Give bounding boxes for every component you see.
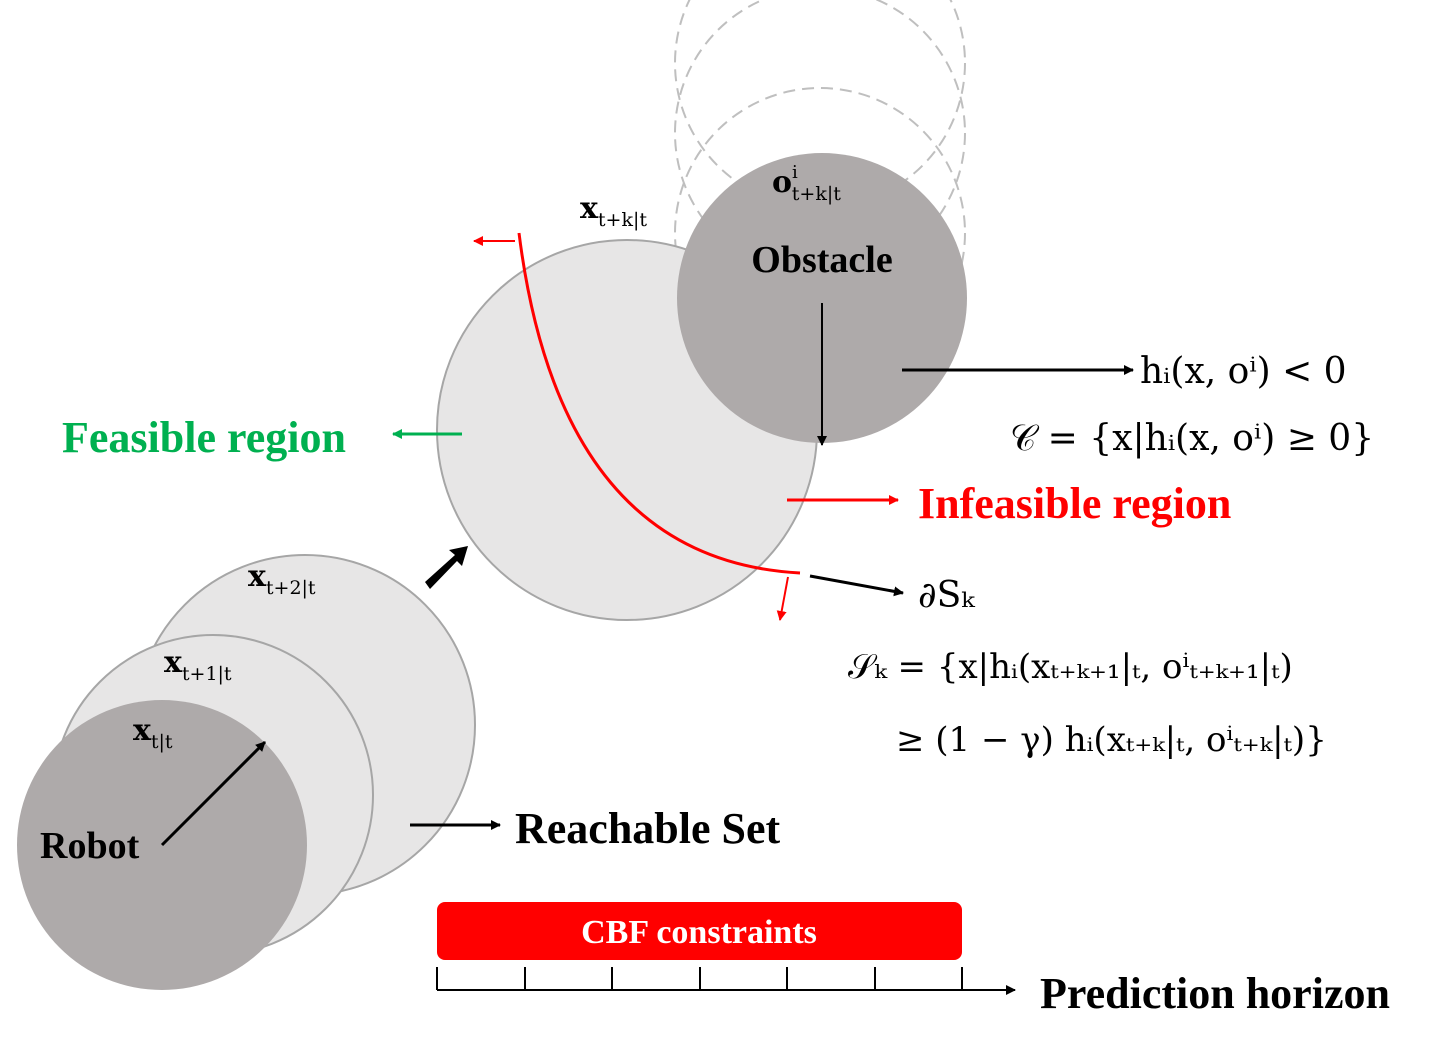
thick-black-arrow-icon [425,546,468,589]
feasible-region-label: Feasible region [62,413,346,462]
reachable-constraint-line1: 𝒮ₖ = {x|hᵢ(xₜ₊ₖ₊₁|ₜ, oⁱₜ₊ₖ₊₁|ₜ) [848,647,1293,687]
prediction-horizon-label: Prediction horizon [1040,969,1390,1018]
boundary-label-arrow [809,574,904,597]
ghost-obstacle-3 [674,0,966,209]
boundary-arrow-down [776,576,789,621]
obstacle-future-positions [674,0,966,379]
obstacle-circle [677,153,967,443]
robot-direction-arrow [160,740,267,847]
prediction-horizon-axis [436,967,1016,995]
obstacle-label: Obstacle [751,239,892,281]
h-negative-expression: hᵢ(x, oⁱ) < 0 [1140,351,1347,392]
state-x-t-t: xt|t [133,713,173,753]
safe-set-boundary [517,232,801,575]
state-x-t2-t: xt+2|t [248,559,316,599]
cbf-constraints-bar [437,902,962,960]
safe-set-definition: 𝒞 = {x|hᵢ(x, oⁱ) ≥ 0} [1010,418,1374,459]
reachable-constraint-line2: ≥ (1 − γ) hᵢ(xₜ₊ₖ|ₜ, oⁱₜ₊ₖ|ₜ)} [896,720,1327,760]
ghost-obstacle-2 [674,0,966,279]
cbf-constraints-label: CBF constraints [581,914,817,951]
robot-label: Robot [40,825,140,867]
boundary-label: ∂Sₖ [918,575,975,616]
infeasible-region-label: Infeasible region [918,479,1231,528]
reachable-set-label: Reachable Set [515,804,781,853]
state-x-tk-t: xt+k|t [580,191,647,231]
ghost-obstacle-1 [674,87,966,379]
state-x-t1-t: xt+1|t [164,645,232,685]
